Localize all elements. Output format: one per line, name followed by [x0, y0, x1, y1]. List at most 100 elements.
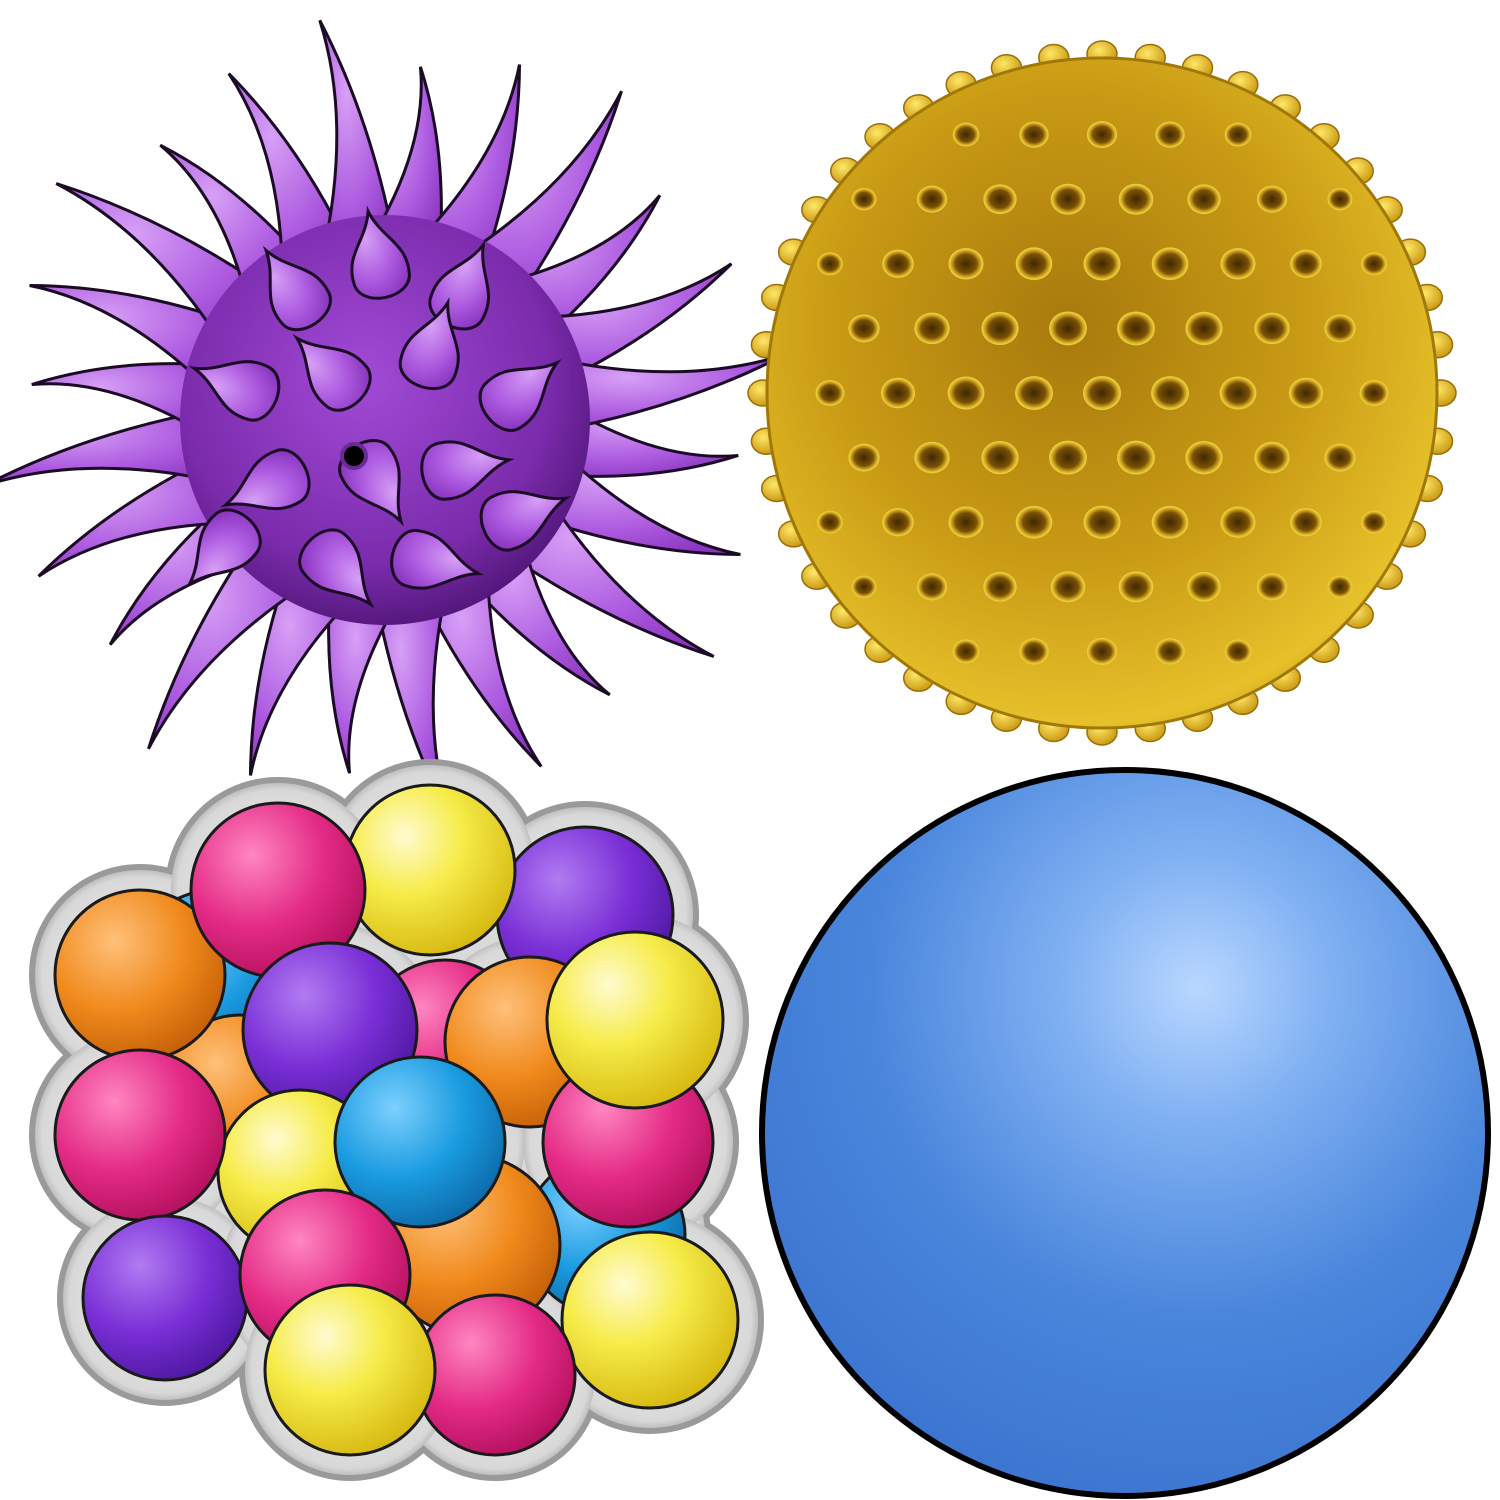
dimple [880, 377, 916, 409]
spike [318, 19, 398, 266]
dimple [1083, 505, 1121, 539]
knobby-yellow-ball [747, 40, 1457, 746]
dimple [916, 573, 948, 601]
dimple [1219, 376, 1257, 410]
dimple [1254, 441, 1290, 474]
dimple [1019, 638, 1049, 665]
spike [31, 362, 227, 444]
dimple [1220, 248, 1256, 280]
dimple [983, 184, 1017, 215]
surface-bump [298, 528, 375, 609]
dimple [1359, 380, 1389, 406]
spike [361, 66, 443, 262]
dimple [948, 506, 984, 538]
surface-bump [292, 334, 372, 412]
dimple [848, 314, 880, 343]
dimple [1155, 121, 1185, 148]
dimple [1254, 312, 1290, 345]
dimple [983, 571, 1017, 602]
dimple [1151, 247, 1189, 281]
dimple [1086, 121, 1118, 149]
dimple [947, 376, 985, 410]
dimple [1324, 443, 1356, 472]
dimple [1187, 571, 1221, 602]
surface-bump [398, 297, 460, 390]
dimple [1118, 571, 1154, 603]
dimple [1151, 376, 1189, 410]
dimple [1324, 314, 1356, 343]
dimple [1019, 121, 1049, 148]
surface-bump [220, 448, 311, 511]
dimple [981, 311, 1019, 346]
dimple [1224, 122, 1252, 147]
yellow-ball [343, 783, 517, 957]
surface-bump [390, 528, 485, 590]
dimple [1256, 185, 1288, 213]
purple-ball [81, 1214, 249, 1382]
yellow-ball [263, 1283, 437, 1457]
dimple [851, 575, 877, 598]
surface-bump [350, 205, 411, 300]
spike [543, 396, 739, 478]
dimple [815, 380, 845, 406]
surface-bump [420, 440, 515, 501]
dimple [817, 252, 843, 276]
dimple [1049, 311, 1087, 346]
blue-ball [333, 1055, 507, 1229]
dimple [981, 440, 1019, 475]
dimple [1288, 377, 1324, 409]
dimple [1256, 573, 1288, 601]
dimple [1015, 505, 1053, 539]
blue-ball-body [759, 767, 1491, 1499]
surface-bump [478, 359, 562, 432]
dimple [1015, 376, 1053, 410]
dimple [914, 441, 950, 474]
dimple [952, 639, 980, 664]
spike [0, 407, 231, 487]
dimple [1290, 249, 1322, 278]
surface-bump [479, 490, 572, 552]
ball-cluster [29, 759, 764, 1481]
dimple [1327, 575, 1353, 598]
dimple [1117, 311, 1155, 346]
dimple [882, 508, 914, 537]
dimple [1049, 440, 1087, 475]
dimple [1361, 252, 1387, 276]
dimple [1083, 247, 1121, 281]
yellow-ball [545, 930, 725, 1110]
yellow-ball [560, 1230, 740, 1410]
dimple [1155, 638, 1185, 665]
dimple [1050, 571, 1086, 603]
pink-ball [53, 1048, 227, 1222]
dimple [1327, 188, 1353, 211]
dimple [1224, 639, 1252, 664]
spike [327, 578, 409, 774]
dimple [948, 248, 984, 280]
surface-bump [188, 360, 281, 422]
smooth-blue-ball [759, 767, 1491, 1499]
dimple [1117, 440, 1155, 475]
surface-bump [262, 245, 332, 332]
dimple [851, 188, 877, 211]
dimple [1361, 510, 1387, 534]
spiky-purple-ball [0, 19, 786, 821]
pink-ball [413, 1293, 577, 1457]
dimple [1151, 505, 1189, 539]
dimple [1086, 637, 1118, 665]
dimple [1083, 376, 1121, 410]
dimple [1187, 184, 1221, 215]
dimple [817, 510, 843, 534]
dimple [1290, 508, 1322, 537]
dimple [952, 122, 980, 147]
dimple [1220, 506, 1256, 538]
dimple [1015, 247, 1053, 281]
dimple [1050, 183, 1086, 215]
dimple [1185, 440, 1223, 475]
dimple [882, 249, 914, 278]
dimple [848, 443, 880, 472]
dimple [1118, 183, 1154, 215]
air-valve-icon [340, 442, 368, 470]
surface-bump [185, 508, 262, 589]
